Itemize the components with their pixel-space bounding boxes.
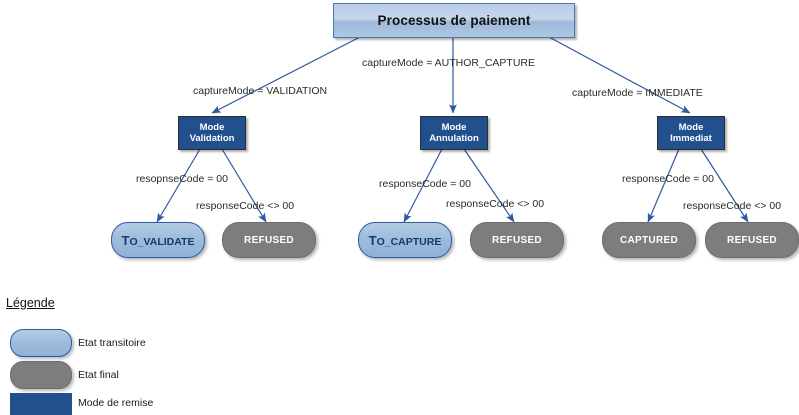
mode-box-validation[interactable]: Mode Validation	[178, 116, 246, 150]
state-to-validate-rest: O_VALIDATE	[129, 235, 195, 248]
legend-swatch-mode-icon	[10, 393, 72, 415]
state-refused-annulation[interactable]: REFUSED	[470, 222, 564, 258]
state-refused-annulation-label: REFUSED	[492, 234, 542, 246]
state-refused-immediat[interactable]: REFUSED	[705, 222, 799, 258]
mode-box-validation-line1: Mode	[199, 122, 225, 133]
state-refused-validation-label: REFUSED	[244, 234, 294, 246]
legend-item-transitory	[10, 329, 72, 357]
state-refused-immediat-label: REFUSED	[727, 234, 777, 246]
edge-label-immediat-ko: responseCode <> 00	[683, 200, 782, 212]
state-refused-validation[interactable]: REFUSED	[222, 222, 316, 258]
legend-item-mode	[10, 393, 72, 415]
state-to-capture[interactable]: TO_CAPTURE	[358, 222, 452, 258]
mode-box-validation-line2: Validation	[189, 133, 235, 144]
legend-item-final	[10, 361, 72, 389]
mode-box-annulation-line1: Mode	[441, 122, 467, 133]
state-captured[interactable]: CAPTURED	[602, 222, 696, 258]
edge-label-annulation-ko: responseCode <> 00	[446, 198, 545, 210]
mode-box-annulation-line2: Annulation	[429, 133, 479, 144]
legend-swatch-final-icon	[10, 361, 72, 389]
legend-label-final: Etat final	[78, 369, 119, 381]
edge-label-validation-ko: responseCode <> 00	[196, 200, 295, 212]
edge-root-to-validation	[211, 36, 361, 114]
legend-title: Légende	[6, 296, 55, 310]
legend-label-mode: Mode de remise	[78, 397, 154, 409]
state-captured-label: CAPTURED	[620, 234, 678, 246]
edge-label-capturemode-author-capture: captureMode = AUTHOR_CAPTURE	[362, 57, 536, 69]
edge-immediat-ok	[647, 148, 680, 223]
mode-box-immediat-line2: Immediat	[670, 133, 712, 144]
edge-annulation-ko	[463, 148, 515, 223]
edge-label-capturemode-validation: captureMode = VALIDATION	[193, 85, 328, 97]
process-root-label: Processus de paiement	[377, 13, 531, 28]
state-to-capture-label: TO_CAPTURE	[369, 233, 442, 248]
mode-box-immediat[interactable]: Mode Immediat	[657, 116, 725, 150]
legend-swatch-transitory-icon	[10, 329, 72, 357]
mode-box-immediat-line1: Mode	[678, 122, 704, 133]
mode-box-annulation[interactable]: Mode Annulation	[420, 116, 488, 150]
edge-validation-ok	[156, 148, 201, 223]
edge-label-immediat-ok: responseCode = 00	[622, 173, 714, 185]
edge-root-to-immediat	[548, 36, 691, 114]
state-to-capture-rest: O_CAPTURE	[376, 235, 442, 248]
state-to-validate[interactable]: TO_VALIDATE	[111, 222, 205, 258]
edge-label-capturemode-immediate: captureMode = IMMEDIATE	[572, 87, 703, 99]
legend-label-transitory: Etat transitoire	[78, 337, 146, 349]
process-root-box[interactable]: Processus de paiement	[333, 3, 575, 38]
edge-label-annulation-ok: responseCode = 00	[379, 178, 471, 190]
state-to-validate-cap: T	[121, 232, 130, 248]
state-to-validate-label: TO_VALIDATE	[122, 233, 195, 248]
state-to-capture-cap: T	[368, 232, 377, 248]
edge-label-validation-ok: resopnseCode = 00	[136, 173, 228, 185]
